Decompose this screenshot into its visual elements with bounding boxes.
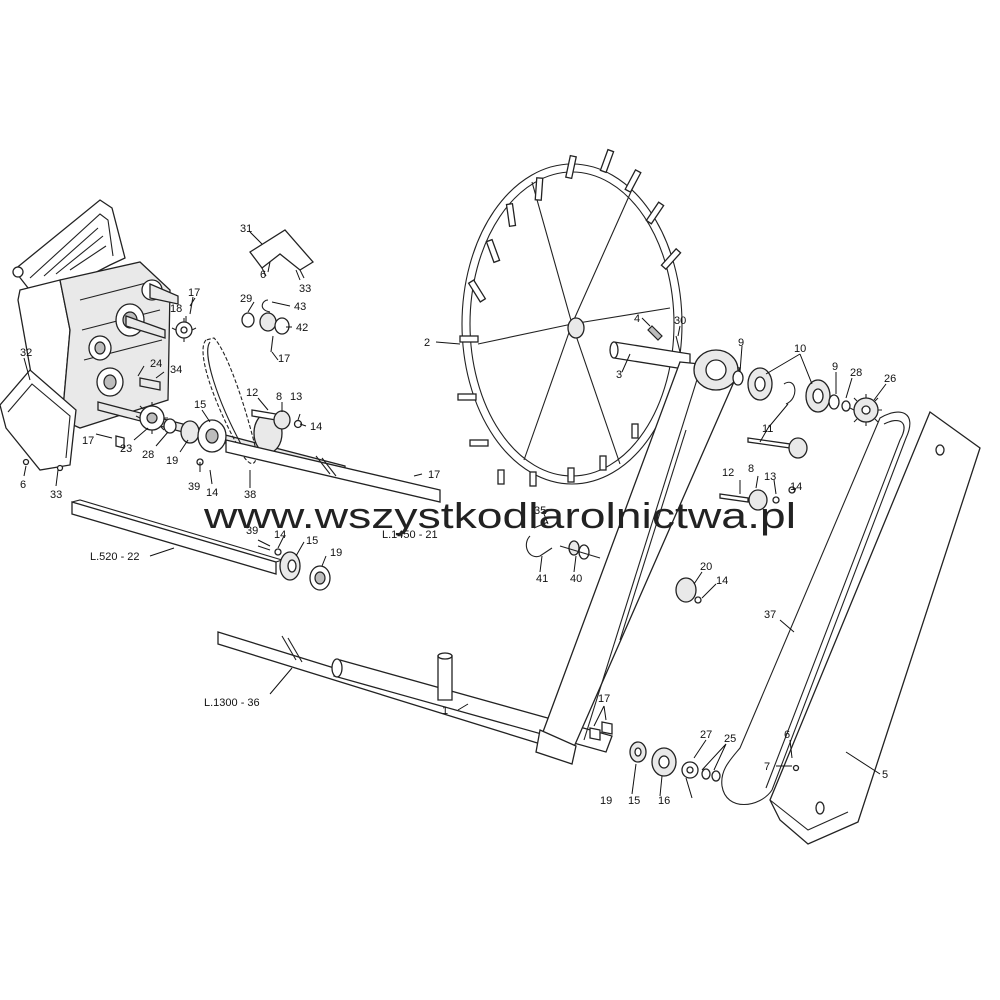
callout-34: 34 [170, 364, 182, 376]
watermark-text: www.wszystkodlarolnictwa.pl [203, 495, 796, 536]
small-gear-parts [171, 296, 290, 353]
callout-3: 3 [616, 369, 622, 381]
callout-14: 14 [790, 481, 802, 493]
callout-6: 6 [260, 269, 266, 281]
callout-14: 14 [206, 487, 218, 499]
callout-13: 13 [290, 391, 302, 403]
callout-24: 24 [150, 358, 162, 370]
callout-19: 19 [330, 547, 342, 559]
callout-9: 9 [832, 361, 838, 373]
callout-10: 10 [794, 343, 806, 355]
callout-39: 39 [188, 481, 200, 493]
callout-41: 41 [536, 573, 548, 585]
callout-38: 38 [244, 489, 256, 501]
callout-22: L.520 - 22 [90, 551, 140, 563]
callout-12: 12 [722, 467, 734, 479]
axle-3 [609, 325, 691, 371]
side-arm [535, 349, 741, 765]
callout-15: 15 [194, 399, 206, 411]
callout-14: 14 [716, 575, 728, 587]
callout-14: 14 [274, 529, 286, 541]
callout-13: 13 [764, 471, 776, 483]
callout-28: 28 [142, 449, 154, 461]
callout-17: 17 [82, 435, 94, 447]
callout-39: 39 [246, 525, 258, 537]
callout-43: 43 [294, 301, 306, 313]
callout-28: 28 [850, 367, 862, 379]
callout-16: 16 [658, 795, 670, 807]
callout-26: 26 [884, 373, 896, 385]
callout-15: 15 [628, 795, 640, 807]
chain-guard-5 [769, 410, 981, 845]
callout-4: 4 [634, 313, 640, 325]
main-tube-1 [331, 652, 613, 753]
callout-5: 5 [882, 769, 888, 781]
callout-23: 23 [120, 443, 132, 455]
callout-40: 40 [570, 573, 582, 585]
shaft-22 [71, 499, 284, 575]
callout-37: 37 [764, 609, 776, 621]
callout-35: 35 [534, 505, 546, 517]
callout-20: 20 [700, 561, 712, 573]
callout-25: 25 [724, 733, 736, 745]
callout-19: 19 [600, 795, 612, 807]
callout-17: 17 [428, 469, 440, 481]
bottom-bearing-set [589, 721, 721, 782]
callout-18: 18 [170, 303, 182, 315]
side-cover-32 [0, 369, 77, 472]
callout-8: 8 [748, 463, 754, 475]
tension-knob [675, 577, 702, 604]
hook-parts [525, 521, 601, 560]
callout-15: 15 [306, 535, 318, 547]
callout-21: L.1450 - 21 [382, 529, 438, 541]
callout-2: 2 [424, 337, 430, 349]
tensioner-set-left [251, 409, 303, 430]
callout-19: 19 [166, 455, 178, 467]
callout-8: 8 [276, 391, 282, 403]
callout-33: 33 [50, 489, 62, 501]
callout-9: 9 [738, 337, 744, 349]
callout-32: 32 [20, 347, 32, 359]
callout-11: 11 [762, 423, 773, 435]
callout-30: 30 [674, 315, 686, 327]
callout-31: 31 [240, 223, 252, 235]
shaft-21 [225, 439, 441, 503]
callout-33: 33 [299, 283, 311, 295]
callout-7: 7 [764, 761, 770, 773]
callout-29: 29 [240, 293, 252, 305]
callout-6: 6 [20, 479, 26, 491]
callout-12: 12 [246, 387, 258, 399]
callout-numbers: 31 6 33 17 18 29 43 42 17 32 24 34 17 23… [20, 223, 896, 807]
callout-14: 14 [310, 421, 322, 433]
bearing-set-lower-left [257, 545, 331, 591]
callout-6: 6 [784, 729, 790, 741]
callout-leaders [23, 231, 887, 799]
tensioner-set-right [719, 437, 808, 511]
chain-37 [721, 411, 911, 806]
right-bearing-set [732, 367, 882, 426]
callout-17: 17 [188, 287, 200, 299]
callout-27: 27 [700, 729, 712, 741]
callout-42: 42 [296, 322, 308, 334]
callout-36: L.1300 - 36 [204, 697, 260, 709]
callout-17: 17 [598, 693, 610, 705]
spiked-wheel-2 [457, 148, 683, 487]
callout-17: 17 [278, 353, 290, 365]
cover-plate-31 [249, 229, 314, 279]
callout-1: 1 [442, 705, 448, 717]
